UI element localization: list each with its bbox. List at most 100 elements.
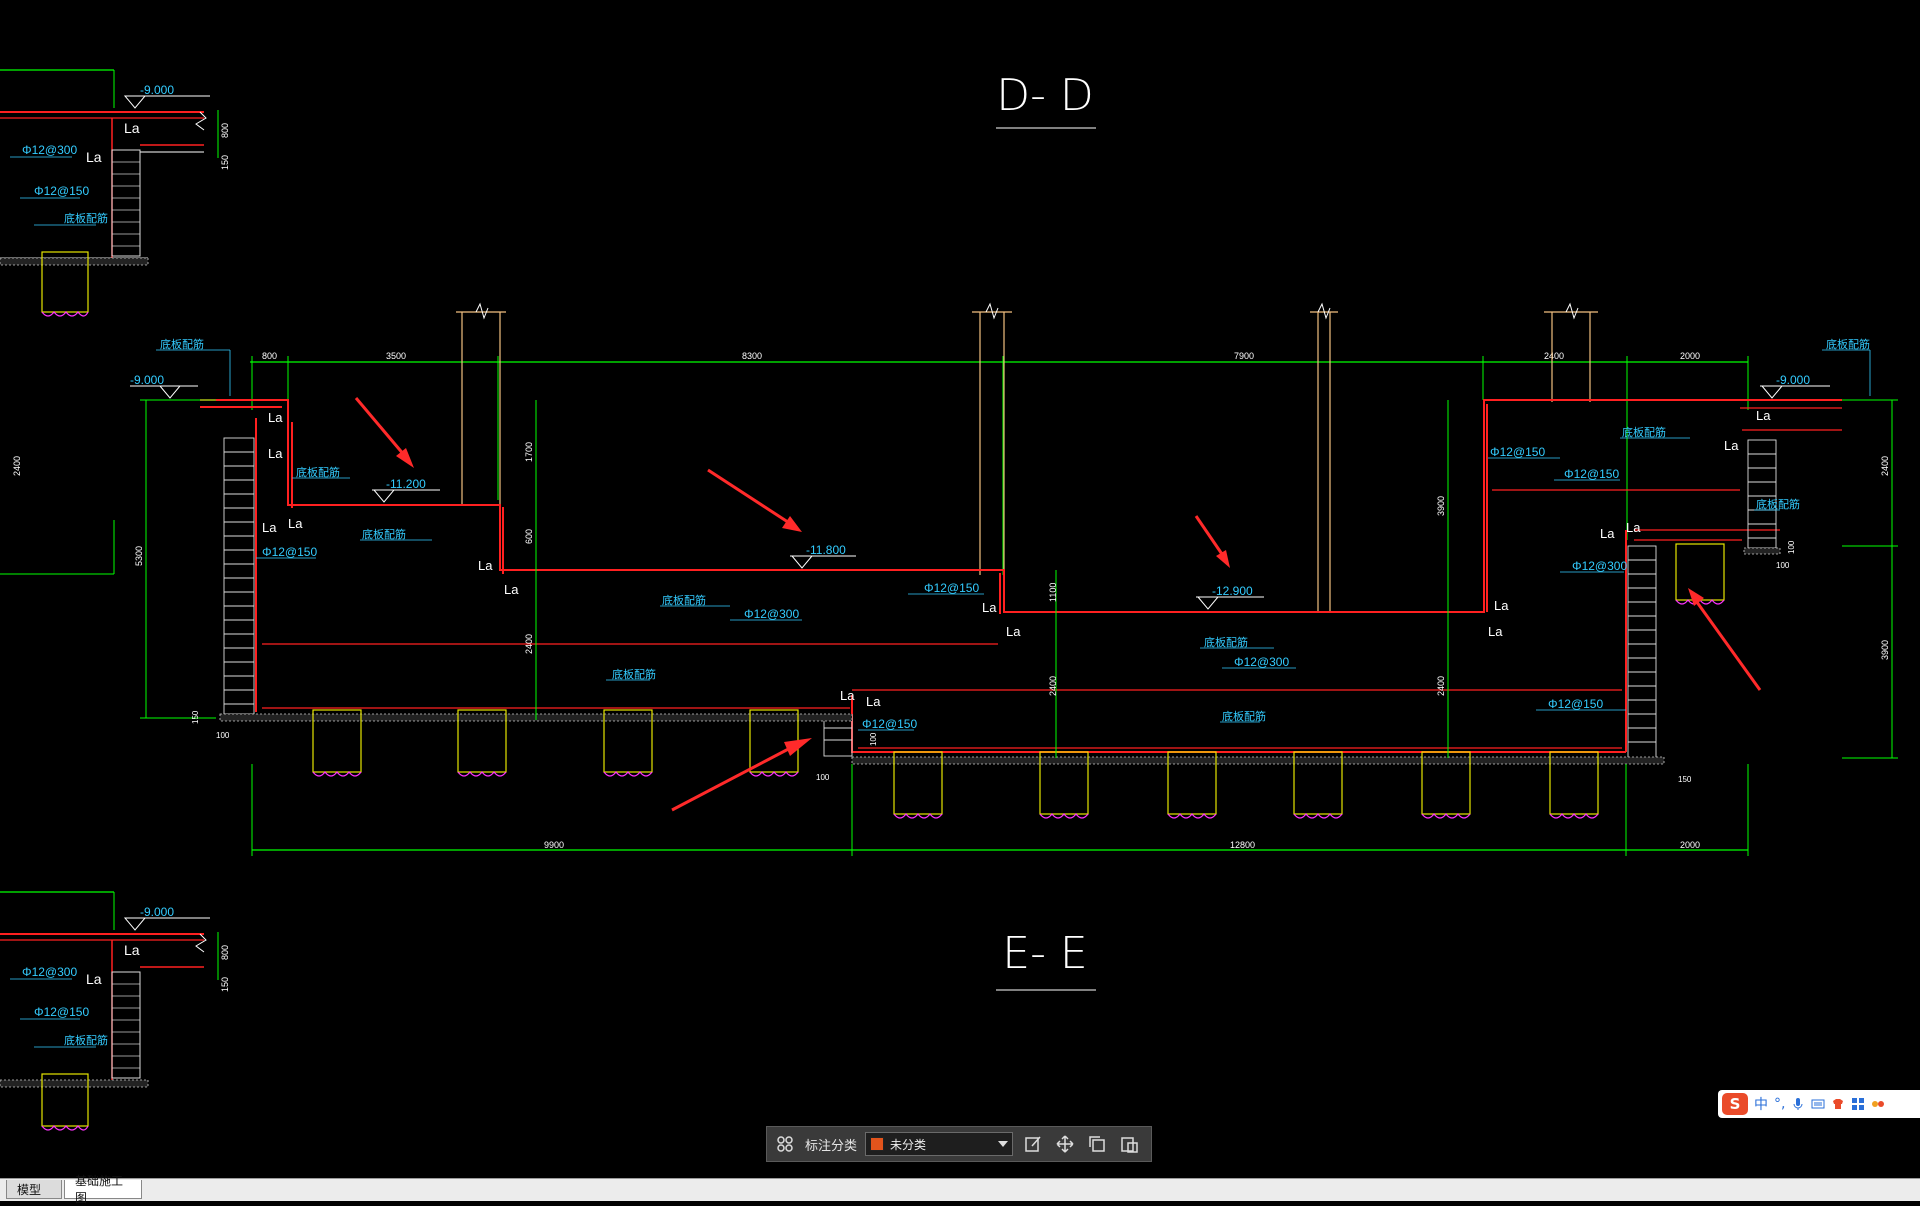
small-dim-2: 100	[216, 731, 230, 740]
tab-model[interactable]: 模型	[6, 1180, 62, 1199]
rebar-note-3: 底板配筋	[662, 593, 706, 607]
la-label-13: La	[1600, 526, 1615, 541]
rebar-label-5: Φ12@150	[1490, 445, 1545, 459]
rebar-note-4: 底板配筋	[612, 667, 656, 681]
top-dim-2: 3500	[386, 351, 406, 361]
apps-grid-icon[interactable]	[1851, 1097, 1865, 1111]
ime-toolbar: S 中 °,	[1718, 1090, 1920, 1118]
right-dim-1: 2400	[1880, 456, 1890, 476]
more-icon[interactable]	[1871, 1097, 1885, 1111]
top-dim-6: 2000	[1680, 351, 1700, 361]
top-dim-1: 800	[262, 351, 277, 361]
inner-dim-4: 1100	[1048, 583, 1058, 602]
level-mark-5: -9.000	[1776, 373, 1810, 387]
bottom-left-anchor-2: La	[86, 971, 102, 987]
rebar-label-6: Φ12@150	[1564, 467, 1619, 481]
level-mark-4: -12.900	[1212, 584, 1253, 598]
la-label-6: La	[504, 582, 519, 597]
bottom-left-dim-150: 150	[220, 977, 230, 992]
category-color-swatch	[870, 1137, 885, 1151]
small-dim-4: 100	[869, 732, 878, 746]
level-mark-3: -11.800	[806, 543, 846, 557]
section-title-dd-text: D- D	[996, 70, 1094, 121]
la-label-12: La	[1488, 624, 1503, 639]
annotation-arrows	[354, 397, 1762, 812]
grid-menu-icon[interactable]	[773, 1132, 797, 1156]
tab-model-label: 模型	[17, 1182, 42, 1197]
la-label-4: La	[288, 516, 303, 531]
bottom-left-rebar-1: Φ12@300	[22, 965, 77, 979]
top-left-anchor-2: La	[86, 149, 102, 165]
rebar-note-7: 底板配筋	[1622, 425, 1666, 439]
rebar-note-1: 底板配筋	[296, 465, 340, 479]
la-label-11: La	[1494, 598, 1509, 613]
edit-icon[interactable]	[1021, 1132, 1045, 1156]
inner-dim-3: 2400	[524, 634, 534, 654]
top-left-anchor-1: La	[124, 120, 140, 136]
small-dim-3: 100	[816, 773, 830, 782]
level-mark-1: -9.000	[130, 373, 164, 387]
tab-foundation-drawing[interactable]: 基础施工图	[64, 1174, 142, 1205]
top-left-detail: -9.000 La La Φ12@300 Φ12@150 底板配筋 800 15…	[0, 69, 230, 317]
bottom-left-rebar-2: Φ12@150	[34, 1005, 89, 1019]
la-label-3: La	[262, 520, 277, 535]
top-left-dim-150: 150	[220, 155, 230, 170]
la-label-14: La	[1626, 520, 1641, 535]
la-label-9: La	[840, 688, 855, 703]
microphone-icon[interactable]	[1791, 1097, 1805, 1111]
paste-icon[interactable]	[1117, 1132, 1141, 1156]
bottom-left-detail: -9.000 La La Φ12@300 Φ12@150 底板配筋 800 15…	[0, 891, 230, 1131]
rebar-note-2: 底板配筋	[362, 527, 406, 541]
left-dim-1: 2400	[12, 456, 22, 476]
rebar-label-3: Φ12@150	[924, 581, 979, 595]
inner-dim-2: 600	[524, 529, 534, 544]
bottom-left-level: -9.000	[140, 905, 174, 919]
la-label-8: La	[1006, 624, 1021, 639]
top-left-dim-800: 800	[220, 123, 230, 138]
keyboard-icon[interactable]	[1811, 1097, 1825, 1111]
bottom-dim-2: 12800	[1230, 840, 1255, 850]
tab-foundation-label: 基础施工图	[75, 1174, 124, 1205]
ime-mode-toggle[interactable]: 中	[1754, 1097, 1768, 1113]
top-left-rebar-1: Φ12@300	[22, 143, 77, 157]
bottom-left-dim-800: 800	[220, 945, 230, 960]
section-title-ee: E- E	[996, 928, 1096, 991]
top-dim-5: 2400	[1544, 351, 1564, 361]
la-label-2: La	[268, 446, 283, 461]
copy-icon[interactable]	[1085, 1132, 1109, 1156]
top-left-level: -9.000	[140, 83, 174, 97]
inner-dim-7: 2400	[1436, 676, 1446, 696]
brick-wall-left	[223, 437, 255, 715]
la-label-1: La	[268, 410, 283, 425]
top-left-note: 底板配筋	[64, 211, 108, 225]
rebar-label-1: Φ12@150	[262, 545, 317, 559]
top-dim-4: 7900	[1234, 351, 1254, 361]
section-title-dd: D- D	[996, 70, 1096, 129]
la-label-15: La	[1724, 438, 1739, 453]
small-dim-7: 100	[1787, 540, 1796, 554]
skin-icon[interactable]	[1831, 1097, 1845, 1111]
rebar-note-10: 底板配筋	[1826, 337, 1870, 351]
bottom-left-anchor-1: La	[124, 942, 140, 958]
small-dim-5: 150	[1678, 775, 1692, 784]
annotation-toolbar: 标注分类 未分类	[766, 1126, 1152, 1162]
ime-punctuation-toggle[interactable]: °,	[1774, 1096, 1786, 1112]
chevron-down-icon	[998, 1141, 1009, 1147]
bottom-dim-1: 9900	[544, 840, 564, 850]
la-label-10: La	[866, 694, 881, 709]
main-section-dd: 800 3500 8300 7900 2400 2000	[0, 302, 1898, 856]
inner-dim-5: 2400	[1048, 676, 1058, 696]
level-mark-2: -11.200	[386, 477, 426, 491]
move-icon[interactable]	[1053, 1132, 1077, 1156]
rebar-note-9: 底板配筋	[160, 337, 204, 351]
ime-logo-icon[interactable]: S	[1722, 1093, 1748, 1115]
rebar-label-2: Φ12@300	[744, 607, 799, 621]
inner-dim-1: 1700	[524, 442, 534, 462]
small-dim-6: 100	[1776, 561, 1790, 570]
bottom-left-note: 底板配筋	[64, 1033, 108, 1047]
annotation-category-label: 标注分类	[805, 1138, 858, 1154]
top-dim-3: 8300	[742, 351, 762, 361]
inner-dim-6: 3900	[1436, 496, 1446, 516]
category-dropdown[interactable]: 未分类	[865, 1132, 1014, 1156]
